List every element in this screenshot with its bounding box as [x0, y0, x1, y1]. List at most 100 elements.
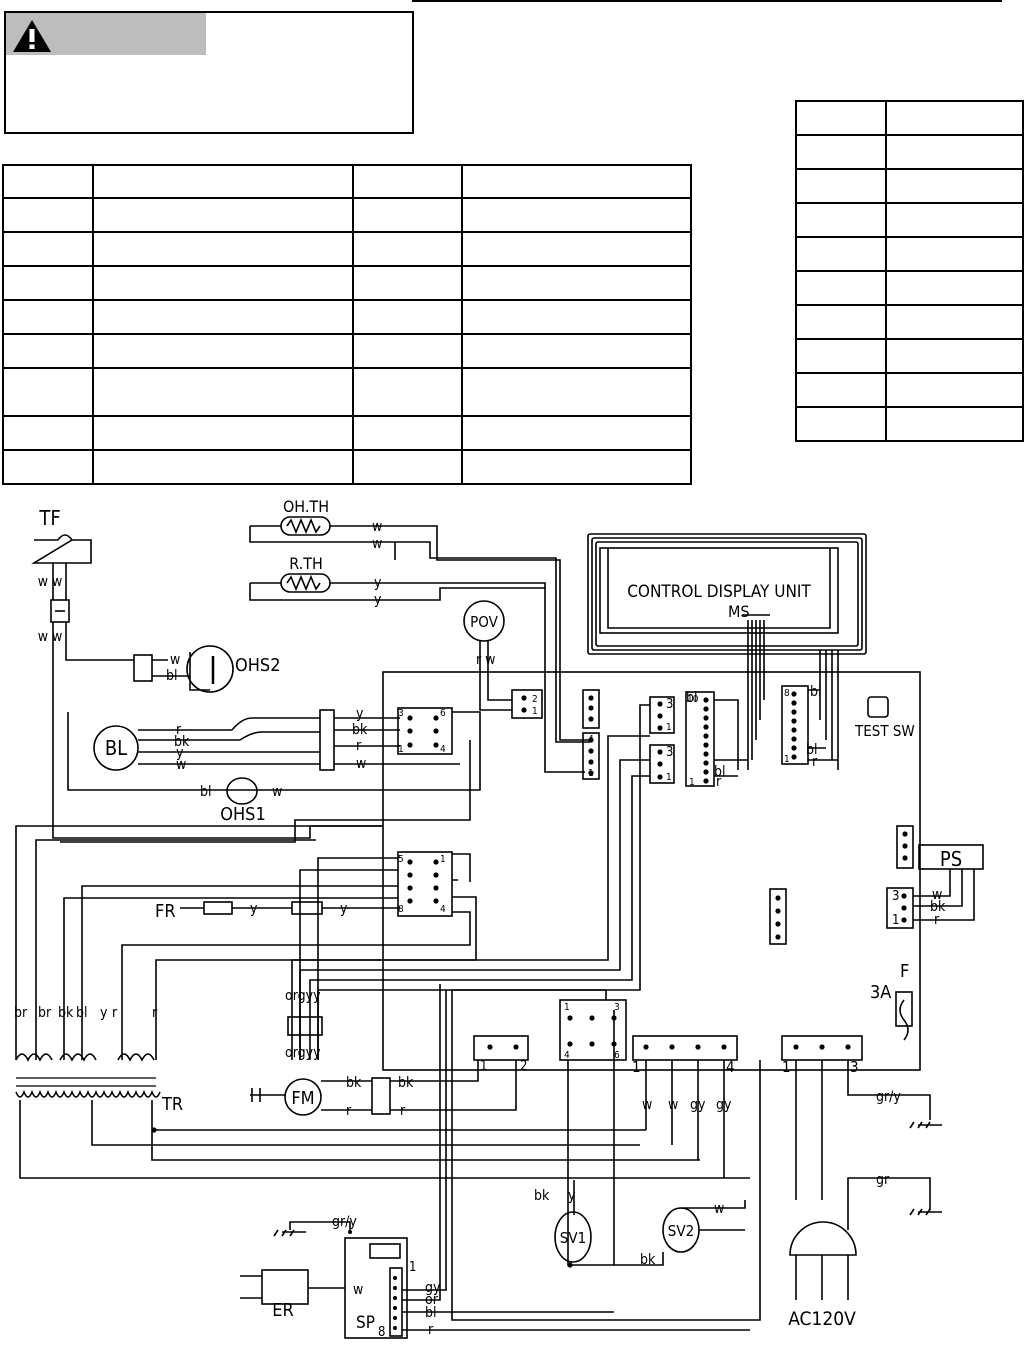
- wire-label: bk: [58, 1005, 74, 1021]
- label-fm: FM: [291, 1088, 314, 1109]
- wire-label: bl: [200, 784, 212, 800]
- wire-label: r: [812, 754, 818, 770]
- wire-label: w: [170, 652, 180, 668]
- label-test-sw: TEST SW: [854, 722, 915, 740]
- pin-number: 8: [398, 904, 404, 915]
- wire-label: bk: [930, 899, 946, 915]
- label-pov: POV: [470, 613, 498, 631]
- wire-label: y: [374, 575, 382, 591]
- pin-number: 1: [666, 772, 672, 783]
- pin-number: 1: [480, 1059, 487, 1074]
- wire-label: r: [428, 1322, 434, 1338]
- pin-number: 1: [632, 1058, 641, 1076]
- wire-label: r: [112, 1005, 118, 1021]
- pin-number: 1: [564, 1002, 570, 1013]
- tf-body: [31, 539, 92, 564]
- pin-number: 3: [666, 697, 673, 712]
- wire-label: y: [250, 901, 258, 917]
- label-ohs2: OHS2: [235, 655, 281, 676]
- wire-label: w w: [38, 574, 63, 590]
- pin-number: 4: [440, 744, 446, 755]
- pin-number: 1: [892, 913, 899, 928]
- pin-number: 6: [440, 708, 446, 719]
- wire-label: r: [356, 738, 362, 754]
- wire-label: gy: [425, 1280, 441, 1296]
- wire-label: y: [374, 592, 382, 608]
- pin-number: 3: [850, 1058, 859, 1076]
- wire-label: bk: [534, 1188, 550, 1204]
- wire-label: bl: [714, 764, 726, 780]
- wire-label: bl: [425, 1305, 437, 1321]
- pin-number: 5: [398, 854, 404, 865]
- wire-label: gr: [876, 1172, 890, 1188]
- pin-number: 1: [409, 1260, 416, 1275]
- pin-number: 1: [784, 754, 790, 765]
- label-rth: R.TH: [289, 554, 323, 573]
- wire-label: y: [100, 1005, 108, 1021]
- wire-label: orgyy: [285, 988, 321, 1004]
- wire-label: w: [176, 757, 186, 773]
- pin-number: 3: [892, 889, 899, 904]
- pin-number: 10: [687, 694, 699, 705]
- warning-box: [4, 11, 414, 134]
- label-ac120v: AC120V: [788, 1308, 856, 1330]
- wire-label: y: [340, 901, 348, 917]
- wire-label: y: [568, 1188, 576, 1204]
- label-fr: FR: [155, 901, 176, 922]
- wire-label: bk: [640, 1252, 656, 1268]
- wire-label: r: [152, 1005, 158, 1021]
- wire-label: r: [346, 1103, 352, 1119]
- pin-number: 8: [378, 1325, 385, 1340]
- wire-label: bl: [806, 742, 818, 758]
- wire-label: bk: [346, 1075, 362, 1091]
- top-rule: [412, 0, 1002, 2]
- control-board-outline: [382, 671, 921, 1071]
- wire-label: gr/y: [876, 1089, 901, 1105]
- wire-label: w: [353, 1282, 363, 1298]
- label-sp: SP: [356, 1313, 375, 1333]
- wire-label: bl: [686, 690, 698, 706]
- wire-label: br: [14, 1005, 28, 1021]
- wire-label: w w: [38, 629, 63, 645]
- wire-label: bk: [352, 722, 368, 738]
- label-tf: TF: [38, 506, 60, 530]
- warning-triangle-icon: [13, 20, 51, 52]
- pin-number: 3: [666, 745, 673, 760]
- wire-label: gr/y: [332, 1214, 357, 1230]
- label-control-display-unit: CONTROL DISPLAY UNIT: [627, 582, 811, 602]
- pin-number: 1: [782, 1058, 791, 1076]
- pin-number: 1: [440, 854, 446, 865]
- pin-number: 3: [398, 708, 404, 719]
- wire-color-table: [795, 100, 1024, 442]
- wire-label: or: [425, 1292, 439, 1308]
- pin-number: 4: [564, 1050, 570, 1061]
- wire-label: br: [38, 1005, 52, 1021]
- label-sv2: SV2: [668, 1222, 694, 1240]
- pin-number: 1: [398, 744, 404, 755]
- wire-label: w: [372, 536, 382, 552]
- wire-label: bl: [76, 1005, 88, 1021]
- pin-number: 6: [614, 1050, 620, 1061]
- wire-label: r: [176, 722, 182, 738]
- label-tr: TR: [161, 1094, 183, 1115]
- pin-number: 4: [726, 1058, 735, 1076]
- wire-label: y: [176, 745, 184, 761]
- wire-label: y: [356, 706, 364, 722]
- label-ohs1: OHS1: [220, 804, 266, 825]
- wire-label: r: [400, 1103, 406, 1119]
- wire-label: orgyy: [285, 1045, 321, 1061]
- wire-label: r w: [476, 652, 495, 668]
- wire-label: w: [642, 1097, 652, 1113]
- label-fuse: F: [900, 961, 909, 982]
- wiring-diagram: TF OH.TH R.TH POV OHS2 BL OHS1 CONTROL D…: [14, 497, 984, 1340]
- pin-number: 2: [520, 1059, 527, 1074]
- wire-label: gy: [716, 1097, 732, 1113]
- wire-label: bl: [810, 684, 822, 700]
- pin-number: 4: [588, 734, 594, 745]
- pin-number: 1: [532, 706, 538, 717]
- wire-label: w: [932, 887, 942, 903]
- wire-label: r: [716, 774, 722, 790]
- label-er: ER: [272, 1300, 293, 1321]
- wire-label: gy: [690, 1097, 706, 1113]
- label-sv1: SV1: [560, 1229, 586, 1247]
